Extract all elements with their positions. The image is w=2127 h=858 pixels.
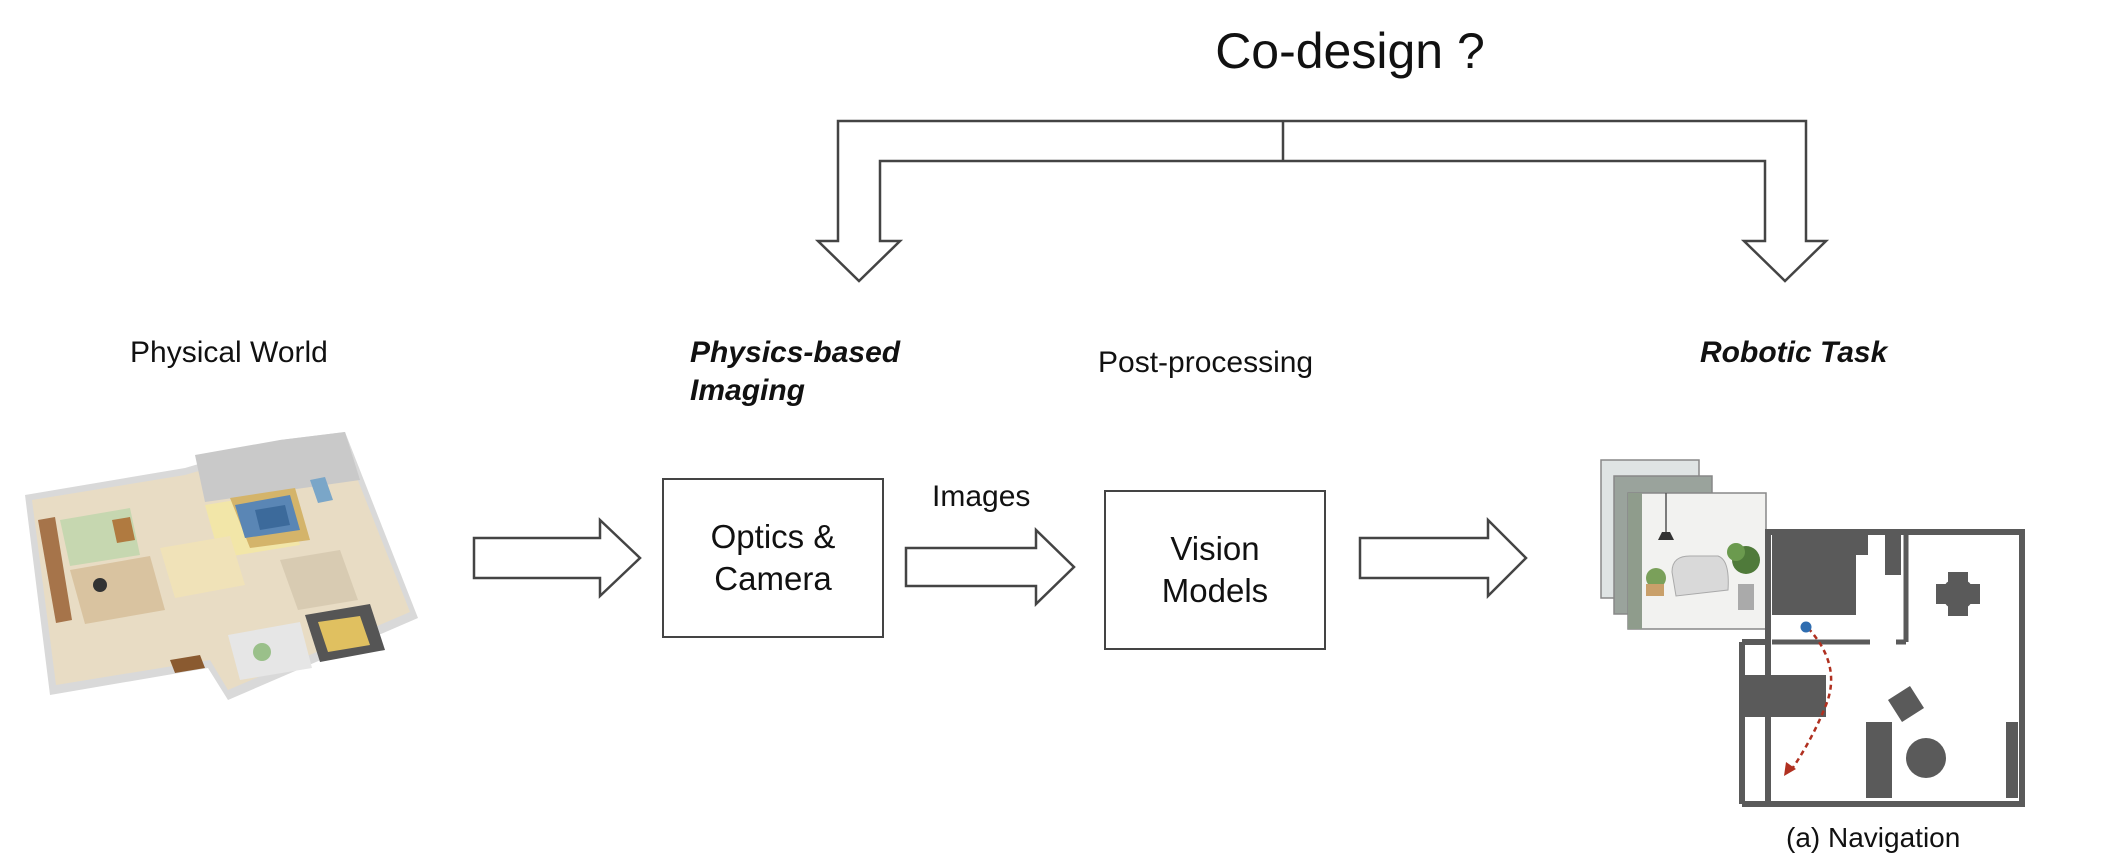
- optics-camera-box: Optics & Camera: [662, 478, 884, 638]
- diagram-title: Co-design ?: [1215, 23, 1485, 79]
- robot-position-marker: [1800, 621, 1812, 633]
- images-edge-label: Images: [932, 480, 1031, 513]
- optics-to-vision-arrow: [904, 527, 1076, 607]
- codesign-feedback-arrow: [814, 119, 1830, 283]
- label-post-processing: Post-processing: [1098, 346, 1314, 379]
- vision-to-task-arrow: [1358, 516, 1528, 600]
- navigation-path: [1788, 627, 1833, 773]
- world-to-optics-arrow: [472, 517, 642, 599]
- navigation-caption: (a) Navigation: [1786, 822, 1961, 853]
- label-physical-world: Physical World: [130, 336, 328, 369]
- navigation-map: [1739, 529, 2025, 807]
- apartment-floorplan-image: [25, 432, 418, 700]
- camera-image-stack: [1600, 459, 1767, 630]
- label-physics-based-imaging: Physics-based Imaging: [690, 336, 901, 407]
- vision-models-box: Vision Models: [1104, 490, 1326, 650]
- label-robotic-task: Robotic Task: [1700, 336, 1888, 369]
